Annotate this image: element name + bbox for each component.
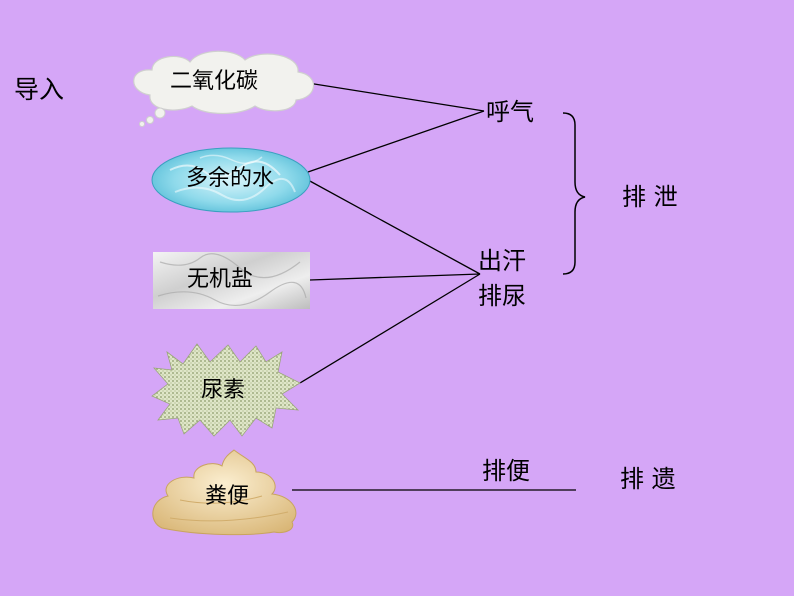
urea-starburst: [151, 343, 301, 437]
intro-label: 导入: [14, 75, 65, 104]
urea-label: 尿素: [201, 378, 246, 403]
salt-rectangle: [153, 252, 310, 309]
line-water-to-breathe: [307, 110, 485, 173]
line-urea-to-sweat: [299, 273, 481, 384]
thought-bubble: [146, 116, 154, 124]
line-salt-to-sweat: [309, 273, 481, 281]
feces-swirl: [152, 449, 297, 536]
thought-bubble: [139, 121, 145, 127]
line-water-to-sweat: [307, 179, 481, 275]
salt-label: 无机盐: [187, 267, 254, 292]
water-label: 多余的水: [186, 166, 275, 191]
feces-label: 粪便: [205, 484, 250, 509]
line-co2-to-breathe: [307, 82, 485, 112]
defecate-label: 排便: [482, 457, 530, 485]
breathe-label: 呼气: [486, 98, 534, 126]
co2-cloud: [133, 50, 315, 127]
brace: [562, 112, 586, 275]
egestion-label: 排 遗: [620, 465, 676, 493]
water-oval: [151, 147, 311, 213]
sweat-label: 出汗: [478, 247, 526, 275]
urinate-label: 排尿: [478, 282, 526, 310]
excretion-label: 排 泄: [622, 183, 678, 211]
cloud-shape: [133, 50, 315, 115]
thought-bubble: [154, 107, 166, 119]
connector-lines: [292, 82, 576, 491]
co2-label: 二氧化碳: [170, 69, 259, 94]
